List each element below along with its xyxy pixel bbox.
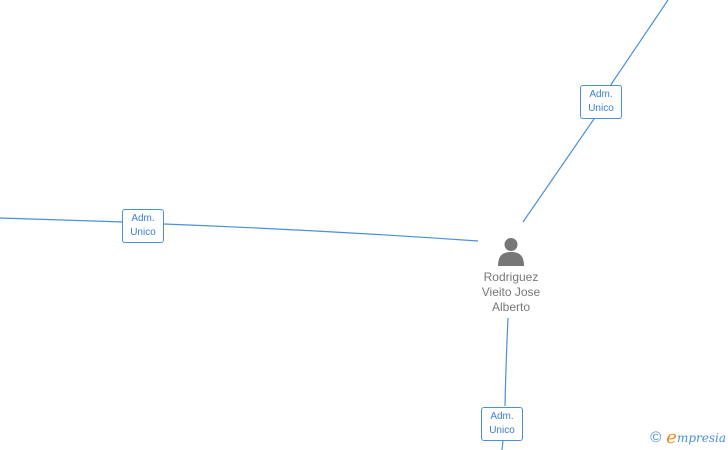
edge-label-role: Adm. [490,411,514,422]
person-name-line-1: Rodriguez [483,270,539,284]
edge-label-role-type: Unico [588,103,614,114]
edge-label-role: Adm. [131,213,155,224]
edge-label-role-type: Unico [130,227,156,238]
brand-watermark: © e mpresia [650,429,726,447]
edge-line-bottom [501,317,509,450]
edge-label-role-type: Unico [489,425,515,436]
person-icon [498,238,524,266]
brand-logo-text: mpresia [676,431,726,445]
person-node[interactable]: Rodriguez Vieito Jose Alberto [461,236,561,315]
person-name-line-3: Alberto [491,300,531,314]
edge-line-left [0,217,479,242]
edge-label-left[interactable]: Adm. Unico [122,209,164,243]
brand-logo-initial: e [666,427,677,448]
edge-label-bottom[interactable]: Adm. Unico [481,407,523,441]
edge-label-top-right[interactable]: Adm. Unico [580,85,622,119]
edge-line-top-right [522,0,669,223]
edge-label-role: Adm. [589,89,613,100]
copyright-icon: © [650,429,662,446]
person-name-line-2: Vieito Jose [481,285,541,299]
